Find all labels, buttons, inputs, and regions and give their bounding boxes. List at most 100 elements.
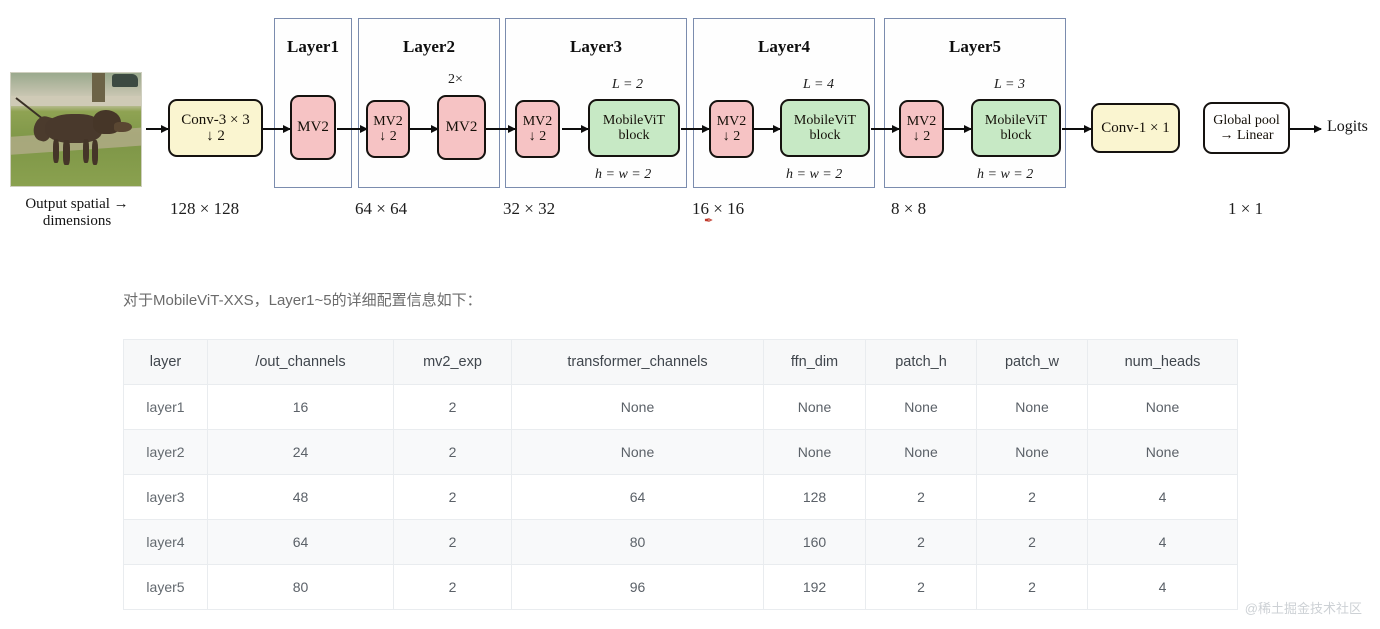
block-layer1-mv2[interactable]: MV2 bbox=[290, 95, 336, 160]
cell-ffn-dim: 128 bbox=[763, 474, 866, 520]
block-global-pool-line2: → Linear bbox=[1219, 128, 1274, 143]
annotation-layer5-L: L = 3 bbox=[994, 77, 1025, 92]
arrow-layer3-to-layer4 bbox=[681, 124, 710, 133]
output-spatial-line2: dimensions bbox=[42, 212, 112, 229]
block-layer3-mv2-down[interactable]: MV2 ↓ 2 bbox=[515, 100, 560, 158]
cell-patch-w: 2 bbox=[976, 474, 1088, 520]
cell-num-heads: 4 bbox=[1087, 474, 1238, 520]
block-layer4-mv2-down-line1: MV2 bbox=[716, 113, 747, 129]
output-spatial-line1: Output spatial → bbox=[25, 196, 129, 212]
cell-patch-h: 2 bbox=[865, 519, 977, 565]
table-row: layer2 24 2 None None None None None bbox=[123, 429, 1238, 475]
cell-num-heads: 4 bbox=[1087, 519, 1238, 565]
block-layer3-mobilevit-line1: MobileViT bbox=[602, 112, 666, 128]
annotation-layer3-hw: h = w = 2 bbox=[595, 167, 652, 182]
layer-group-title-layer3: Layer3 bbox=[570, 37, 622, 56]
block-conv-1x1[interactable]: Conv-1 × 1 bbox=[1091, 103, 1180, 153]
cell-patch-h: None bbox=[865, 429, 977, 475]
cell-mv2-exp: 2 bbox=[393, 519, 512, 565]
cell-patch-h: 2 bbox=[865, 474, 977, 520]
col-header-transformer-channels[interactable]: transformer_channels bbox=[511, 339, 764, 385]
arrow-layer5-inner bbox=[944, 124, 972, 133]
block-layer3-mv2-down-line2: ↓ 2 bbox=[528, 129, 547, 144]
table-row: layer4 64 2 80 160 2 2 4 bbox=[123, 519, 1238, 565]
cell-transformer-channels: 64 bbox=[511, 474, 764, 520]
cell-out-channels: 80 bbox=[207, 564, 394, 610]
col-header-num-heads[interactable]: num_heads bbox=[1087, 339, 1238, 385]
block-layer2-mv2-down[interactable]: MV2 ↓ 2 bbox=[366, 100, 410, 158]
annotation-layer3-L: L = 2 bbox=[612, 77, 643, 92]
block-global-pool-linear[interactable]: Global pool → Linear bbox=[1203, 102, 1290, 154]
block-layer5-mv2-down-line2: ↓ 2 bbox=[912, 129, 931, 144]
photo-dog-leg bbox=[63, 139, 70, 165]
block-layer4-mobilevit[interactable]: MobileViT block bbox=[780, 99, 870, 157]
block-layer5-mv2-down-line1: MV2 bbox=[906, 113, 937, 129]
photo-car bbox=[112, 74, 139, 87]
block-layer3-mobilevit[interactable]: MobileViT block bbox=[588, 99, 680, 157]
photo-dog-snout bbox=[113, 121, 132, 132]
annotation-layer4-L: L = 4 bbox=[803, 77, 834, 92]
spatial-dim-128: 128 × 128 bbox=[170, 199, 240, 218]
cell-patch-w: None bbox=[976, 429, 1088, 475]
cell-patch-h: None bbox=[865, 384, 977, 430]
arrow-layer3-inner bbox=[562, 124, 589, 133]
col-header-ffn-dim[interactable]: ffn_dim bbox=[763, 339, 866, 385]
spatial-dim-8: 8 × 8 bbox=[891, 199, 927, 218]
annotation-layer2-repeat: 2× bbox=[448, 72, 463, 87]
cell-transformer-channels: 80 bbox=[511, 519, 764, 565]
table-row: layer3 48 2 64 128 2 2 4 bbox=[123, 474, 1238, 520]
cell-patch-w: 2 bbox=[976, 564, 1088, 610]
table-row: layer1 16 2 None None None None None bbox=[123, 384, 1238, 430]
cell-out-channels: 16 bbox=[207, 384, 394, 430]
photo-dog-leg bbox=[52, 138, 60, 164]
photo-road bbox=[11, 95, 141, 106]
block-layer5-mobilevit-line2: block bbox=[1000, 128, 1032, 143]
cell-layer: layer4 bbox=[123, 519, 208, 565]
block-layer5-mv2-down[interactable]: MV2 ↓ 2 bbox=[899, 100, 944, 158]
layer-group-title-layer5: Layer5 bbox=[949, 37, 1001, 56]
photo-dog-body bbox=[44, 113, 102, 144]
block-layer2-mv2[interactable]: MV2 bbox=[437, 95, 486, 160]
layer-group-title-layer1: Layer1 bbox=[287, 37, 339, 56]
cell-transformer-channels: 96 bbox=[511, 564, 764, 610]
spatial-dim-1: 1 × 1 bbox=[1228, 199, 1264, 218]
arrow-layer5-to-conv1x1 bbox=[1062, 124, 1092, 133]
arrow-layer4-to-layer5 bbox=[871, 124, 900, 133]
block-conv-3x3[interactable]: Conv-3 × 3 ↓ 2 bbox=[168, 99, 263, 157]
cell-ffn-dim: 160 bbox=[763, 519, 866, 565]
col-header-patch-w[interactable]: patch_w bbox=[976, 339, 1088, 385]
col-header-patch-h[interactable]: patch_h bbox=[865, 339, 977, 385]
block-layer4-mv2-down[interactable]: MV2 ↓ 2 bbox=[709, 100, 754, 158]
col-header-mv2-exp[interactable]: mv2_exp bbox=[393, 339, 512, 385]
cell-layer: layer3 bbox=[123, 474, 208, 520]
mobilevit-architecture-diagram: Output spatial → dimensions Layer1 Layer… bbox=[0, 0, 1380, 250]
col-header-out-channels[interactable]: /out_channels bbox=[207, 339, 394, 385]
cell-transformer-channels: None bbox=[511, 429, 764, 475]
cell-out-channels: 24 bbox=[207, 429, 394, 475]
cell-num-heads: None bbox=[1087, 384, 1238, 430]
block-layer5-mobilevit-line1: MobileViT bbox=[984, 112, 1048, 128]
block-layer2-mv2-line1: MV2 bbox=[445, 119, 478, 136]
block-layer1-mv2-line1: MV2 bbox=[297, 119, 329, 136]
cell-patch-w: None bbox=[976, 384, 1088, 430]
cell-ffn-dim: None bbox=[763, 429, 866, 475]
cell-out-channels: 64 bbox=[207, 519, 394, 565]
cell-ffn-dim: 192 bbox=[763, 564, 866, 610]
photo-dog-leg bbox=[91, 139, 99, 165]
col-header-layer[interactable]: layer bbox=[123, 339, 208, 385]
photo-dog-leg bbox=[82, 138, 89, 164]
cell-ffn-dim: None bbox=[763, 384, 866, 430]
arrow-conv-to-layer1 bbox=[263, 124, 291, 133]
cell-patch-h: 2 bbox=[865, 564, 977, 610]
output-spatial-dimensions-legend: Output spatial → dimensions bbox=[2, 196, 152, 230]
arrow-layer2-to-layer3 bbox=[486, 124, 516, 133]
block-layer5-mobilevit[interactable]: MobileViT block bbox=[971, 99, 1061, 157]
logits-output-label: Logits bbox=[1327, 118, 1368, 135]
block-layer2-mv2-down-line1: MV2 bbox=[373, 113, 403, 129]
block-layer3-mv2-down-line1: MV2 bbox=[522, 113, 553, 129]
photo-sky bbox=[11, 73, 141, 96]
mobilevit-xxs-config-table: layer /out_channels mv2_exp transformer_… bbox=[123, 339, 1238, 610]
spatial-dim-64: 64 × 64 bbox=[355, 199, 408, 218]
cell-layer: layer1 bbox=[123, 384, 208, 430]
block-conv-1x1-line1: Conv-1 × 1 bbox=[1101, 119, 1170, 136]
